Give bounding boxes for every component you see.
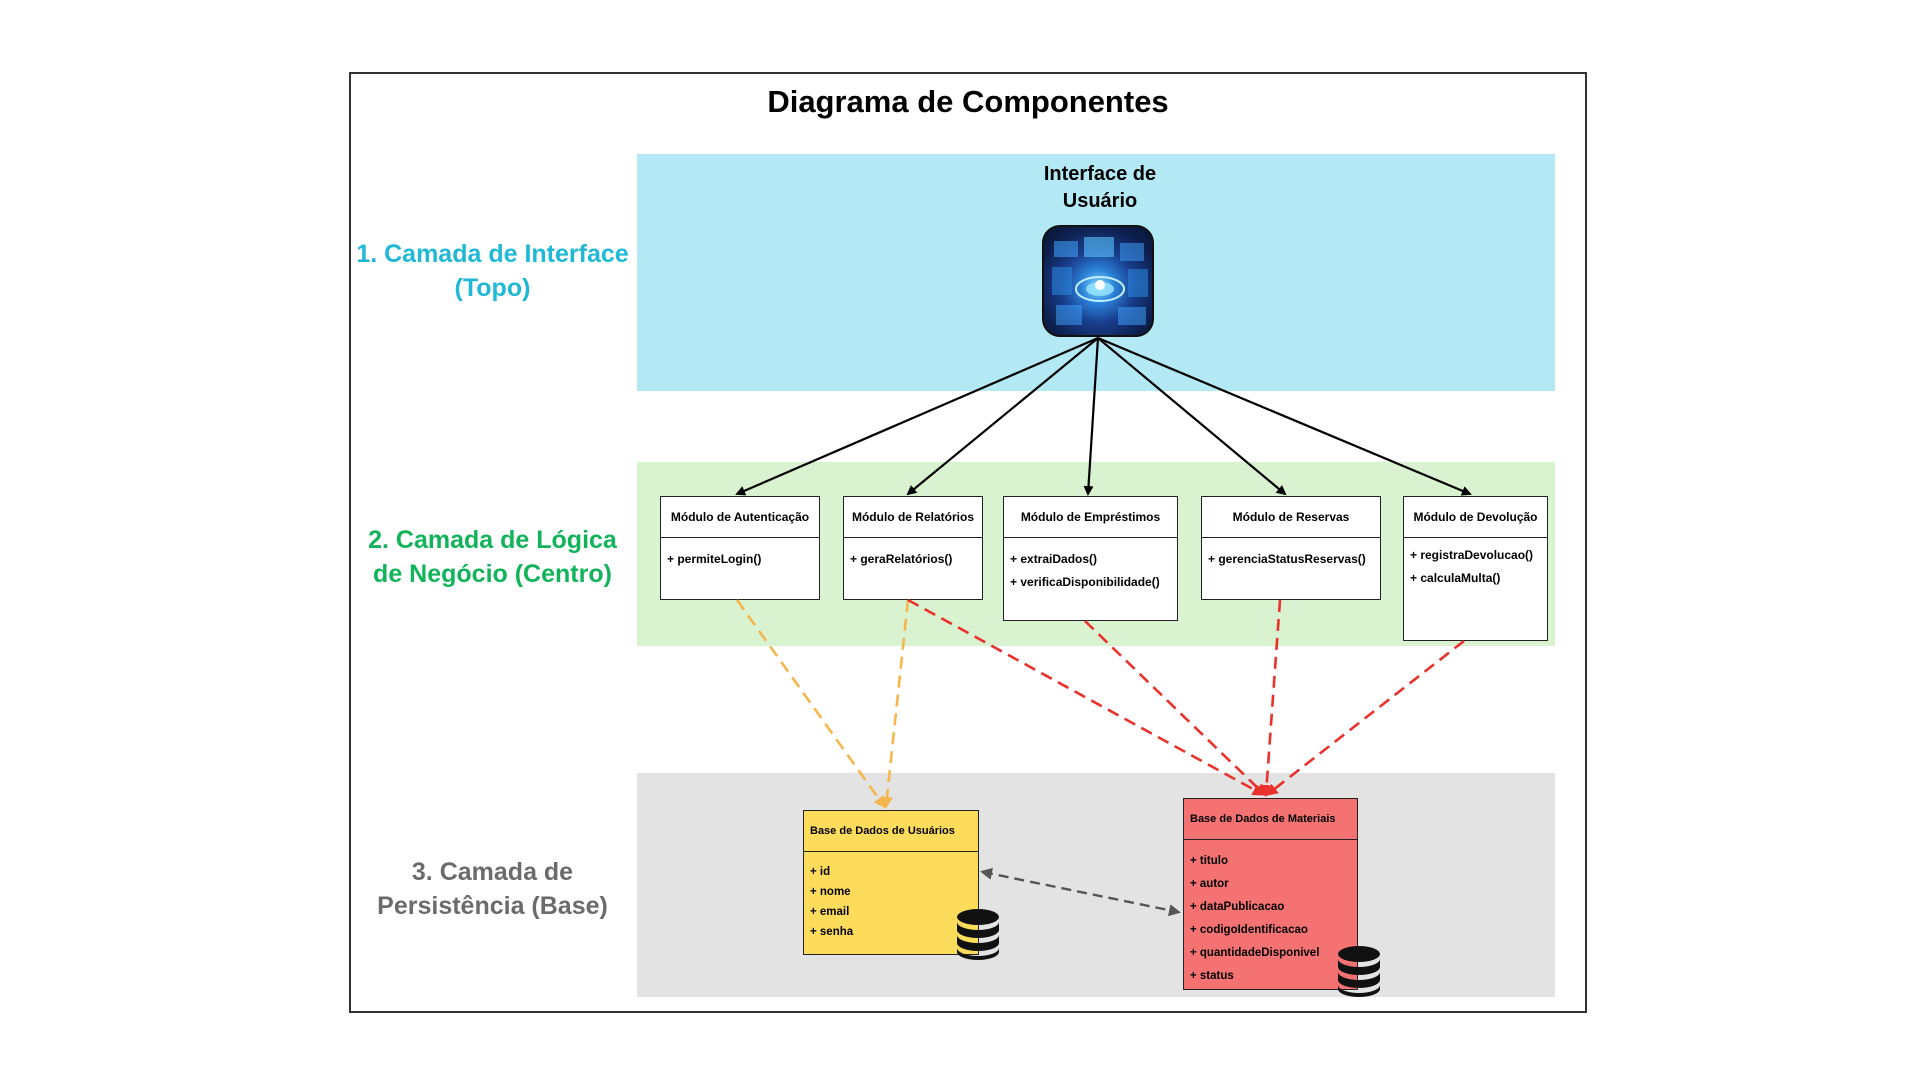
database-users: Base de Dados de Usuários + id + nome + …	[803, 810, 979, 955]
ui-to-reports-arrow	[906, 337, 1099, 496]
ui-to-authentication-arrow	[735, 336, 1099, 496]
database-field: + dataPublicacao	[1190, 901, 1285, 913]
database-field: + nome	[810, 886, 851, 898]
database-materials: Base de Dados de Materiais + titulo + au…	[1183, 798, 1358, 990]
module-name: Módulo de Reservas	[1202, 497, 1380, 538]
database-icon	[1338, 946, 1380, 997]
loans-to-materials-db-arrow	[1084, 620, 1267, 797]
logic-layer-label: 2. Camada de Lógica de Negócio (Centro)	[368, 526, 617, 588]
ui-to-loans-arrow	[1083, 337, 1100, 496]
module-method: + verificaDisponibilidade()	[1010, 575, 1160, 589]
database-field: + titulo	[1190, 855, 1229, 867]
ui-to-reservations-arrow	[1097, 337, 1287, 496]
reservations-to-materials-db-arrow	[1260, 599, 1282, 797]
module-method: + registraDevolucao()	[1410, 548, 1534, 562]
database-field: + quantidadeDisponivel	[1190, 947, 1320, 959]
authentication-to-users-db-arrow	[735, 599, 886, 809]
module-authentication: Módulo de Autenticação + permiteLogin()	[660, 496, 820, 600]
persistence-layer-label: 3. Camada de Persistência (Base)	[377, 858, 608, 920]
module-method: + calculaMulta()	[1410, 571, 1501, 585]
module-returns: Módulo de Devolução + registraDevolucao(…	[1403, 496, 1548, 641]
module-method: + extraiDados()	[1010, 552, 1098, 566]
database-field: + codigoIdentificacao	[1190, 924, 1308, 936]
ui-dashboard-icon	[1042, 225, 1154, 337]
module-method: + gerenciaStatusReservas()	[1208, 552, 1366, 566]
users-materials-db-link	[980, 867, 1181, 917]
database-field: + id	[810, 866, 831, 878]
module-reservations: Módulo de Reservas + gerenciaStatusReser…	[1201, 496, 1381, 600]
module-method: + permiteLogin()	[667, 552, 762, 566]
module-name: Módulo de Devolução	[1404, 497, 1547, 538]
reports-to-materials-db-arrow	[907, 598, 1265, 796]
ui-to-returns-arrow	[1097, 336, 1472, 496]
database-field: + autor	[1190, 878, 1229, 890]
module-reports: Módulo de Relatórios + geraRelatórios()	[843, 496, 983, 600]
database-field: + email	[810, 906, 850, 918]
diagram-title: Diagrama de Componentes	[767, 84, 1169, 119]
database-icon	[957, 909, 999, 960]
module-method: + geraRelatórios()	[850, 552, 953, 566]
module-name: Módulo de Autenticação	[661, 497, 819, 538]
returns-to-materials-db-arrow	[1265, 639, 1465, 796]
interface-component-label: Interface de Usuário	[1043, 163, 1157, 212]
database-field: + status	[1190, 970, 1234, 982]
module-loans: Módulo de Empréstimos + extraiDados() + …	[1003, 496, 1178, 621]
database-name: Base de Dados de Materiais	[1184, 799, 1357, 840]
database-name: Base de Dados de Usuários	[804, 811, 978, 852]
interface-layer-label: 1. Camada de Interface (Topo)	[356, 240, 629, 302]
reports-to-users-db-arrow	[880, 599, 910, 809]
module-name: Módulo de Relatórios	[844, 497, 982, 538]
module-name: Módulo de Empréstimos	[1004, 497, 1177, 538]
database-field: + senha	[810, 926, 854, 938]
